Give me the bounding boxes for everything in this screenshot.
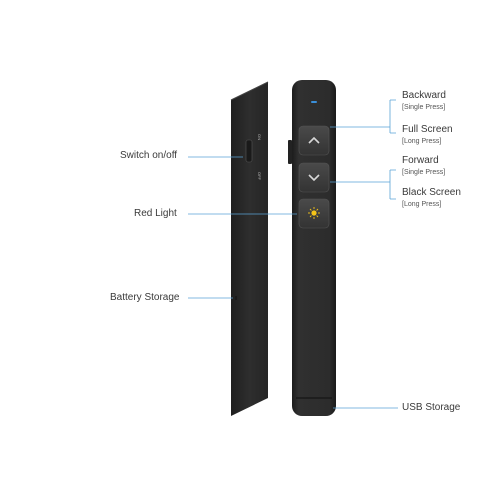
switch-on-mark: ON (257, 134, 262, 140)
black-screen-label: Black Screen (402, 187, 461, 198)
indicator-light (311, 101, 317, 103)
backward-label: Backward (402, 90, 446, 101)
power-switch (245, 139, 253, 163)
backward-note: [Single Press] (402, 104, 446, 111)
forward-label: Forward (402, 155, 439, 166)
usb-label: USB Storage (402, 402, 461, 413)
battery-label: Battery Storage (110, 292, 180, 303)
backward-button (298, 125, 330, 156)
forward-note: [Single Press] (402, 169, 446, 176)
chevron-down-icon (308, 174, 320, 182)
presenter-side-body (231, 82, 268, 416)
full-screen-label: Full Screen (402, 124, 453, 135)
red-light-label: Red Light (134, 208, 177, 219)
forward-bracket (330, 169, 396, 200)
switch-label: Switch on/off (120, 150, 178, 161)
laser-sun-icon (308, 207, 320, 219)
black-screen-note: [Long Press] (402, 201, 442, 208)
backward-bracket (330, 99, 396, 134)
side-button (288, 140, 292, 164)
presenter-side-edge (230, 81, 269, 101)
forward-button (298, 162, 330, 193)
full-screen-note: [Long Press] (402, 138, 442, 145)
switch-off-mark: OFF (257, 172, 262, 181)
chevron-up-icon (308, 136, 320, 144)
